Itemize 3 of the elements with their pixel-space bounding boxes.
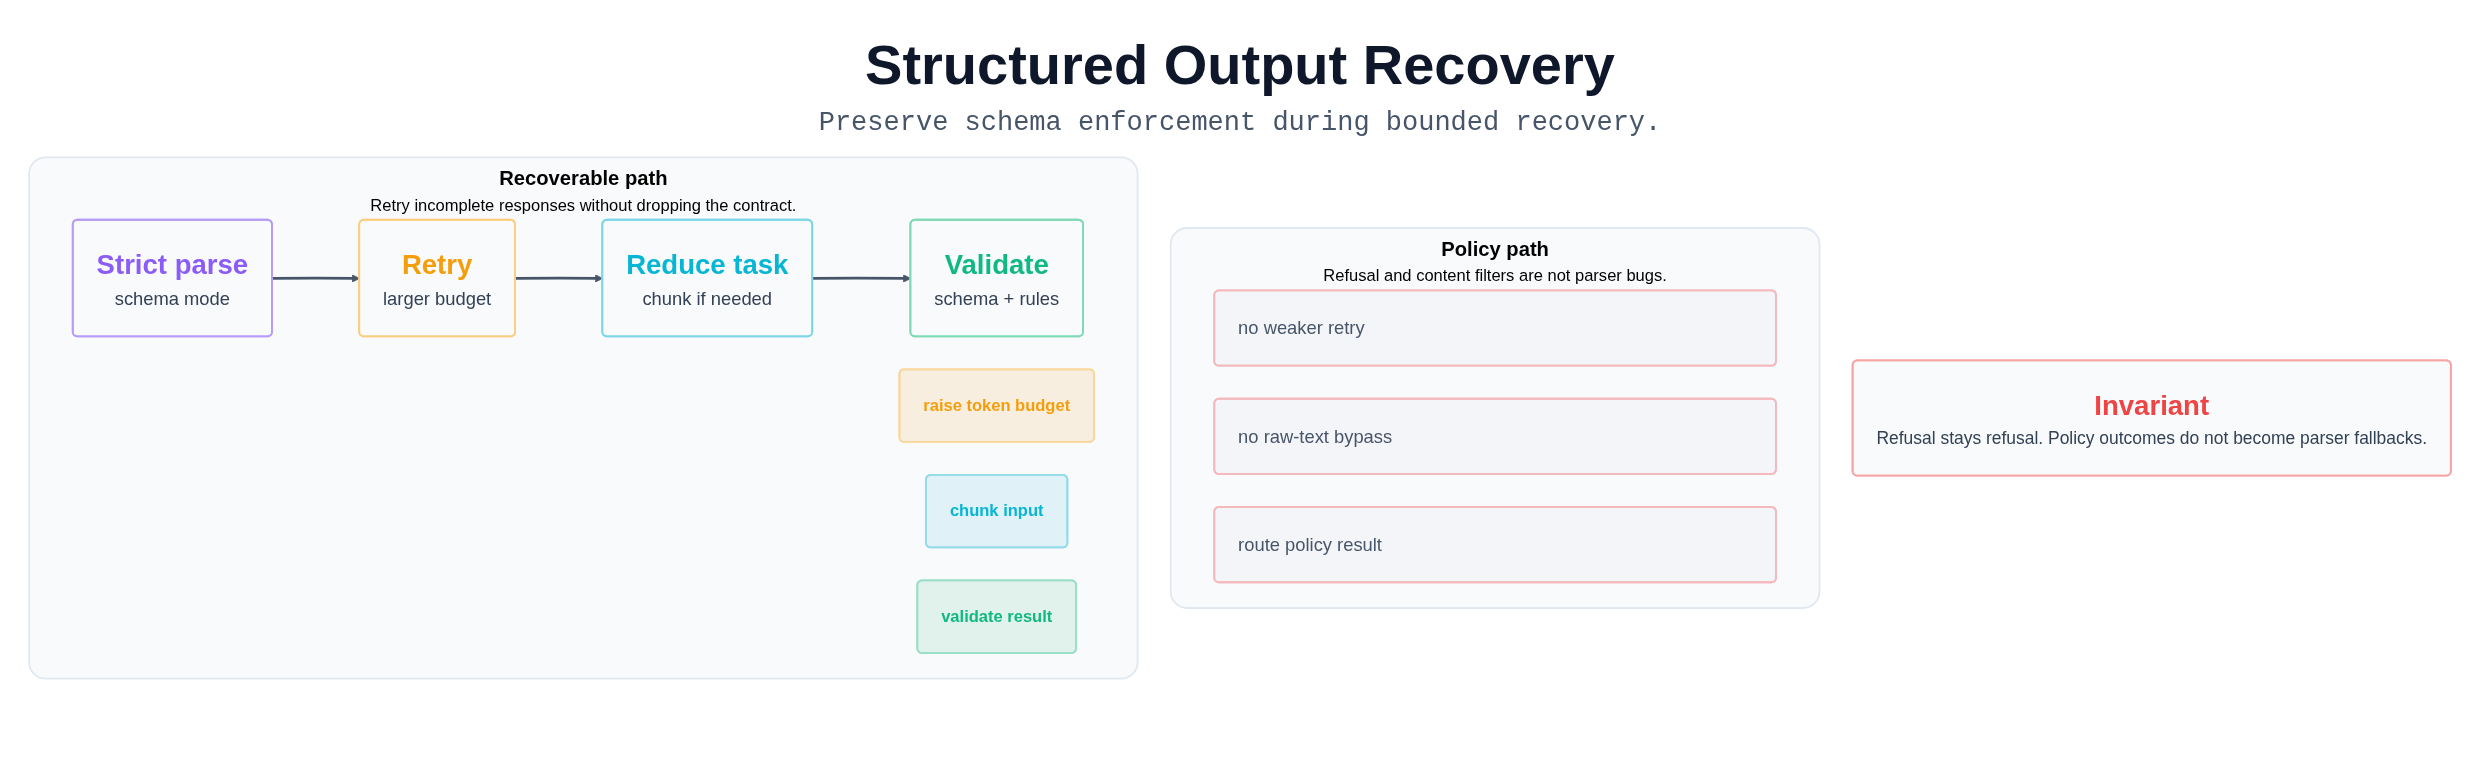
diagram-title: Structured Output Recovery <box>865 34 1615 96</box>
arrow <box>272 274 360 283</box>
subtitle: Preserve schema enforcement during bounded recovery. <box>818 107 1662 138</box>
